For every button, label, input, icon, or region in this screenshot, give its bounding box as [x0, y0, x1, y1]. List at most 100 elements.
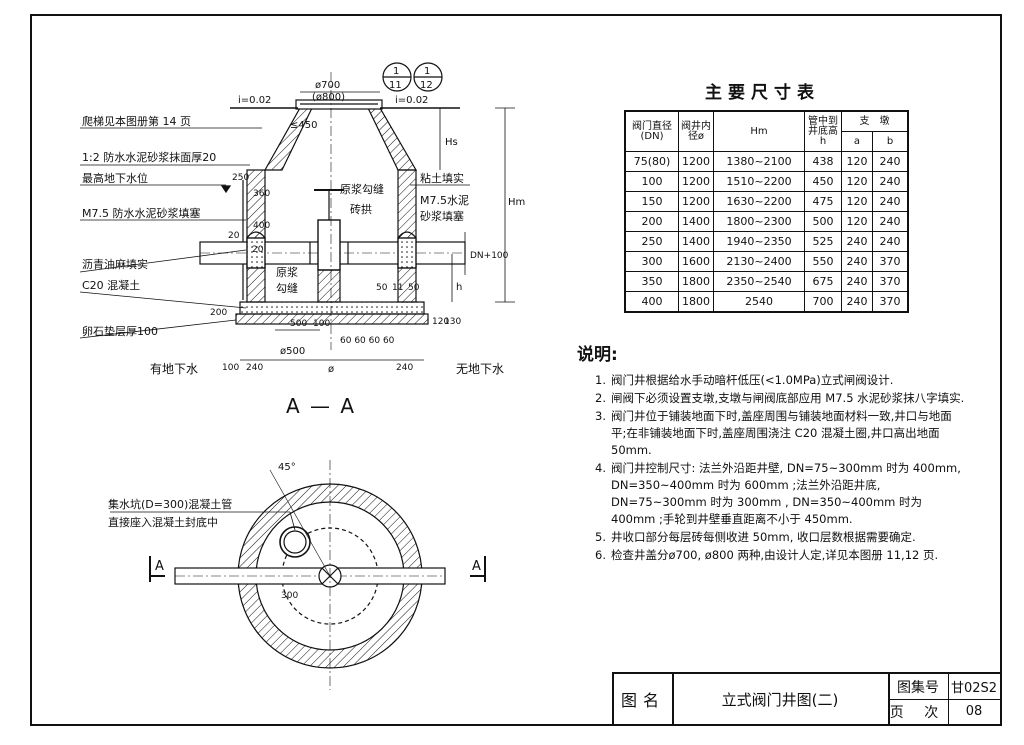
- cut-label-left: A: [155, 559, 164, 574]
- support-pier: [317, 269, 341, 303]
- label-m75-fill: M7.5 防水水泥砂浆填塞: [82, 206, 200, 220]
- dim-d500: ø500: [280, 346, 305, 357]
- notes-list: 1.阀门井根据给水手动暗杆低压(<1.0MPa)立式闸阀设计. 2.闸阀下必须设…: [595, 372, 965, 565]
- label-joint-1: 原浆: [276, 265, 298, 279]
- dim-hs: Hs: [445, 137, 458, 148]
- dim-120: 120: [432, 317, 449, 327]
- plan-view: [110, 460, 486, 690]
- cone-right-wall: [367, 107, 418, 171]
- cone-left-wall: [263, 107, 313, 171]
- label-arch-2: 砖拱: [350, 202, 372, 216]
- note-item: 1.阀门井根据给水手动暗杆低压(<1.0MPa)立式闸阀设计.: [595, 373, 894, 387]
- note-item: 2.闸阀下必须设置支墩,支墩与闸阀底部应用 M7.5 水泥砂浆抹八字填实.: [595, 391, 965, 405]
- dim-dn100: DN+100: [470, 251, 509, 261]
- dim-50a: 50: [376, 283, 388, 293]
- label-with-gw: 有地下水: [150, 362, 198, 376]
- label-no-gw: 无地下水: [456, 362, 504, 376]
- note-item: 3.阀门井位于铺装地面下时,盖座周围与铺装地面材料一致,井口与地面平;在非铺装地…: [595, 409, 952, 457]
- label-dim-300: 300: [281, 591, 298, 601]
- label-slope-right: i=0.02: [395, 95, 428, 106]
- atlas-number-label: 图集号: [888, 674, 949, 700]
- label-joint-2: 勾缝: [276, 281, 298, 295]
- base-slab: [239, 301, 425, 315]
- dim-20a: 20: [228, 231, 240, 241]
- note-item: 6.检查井盖分ø700, ø800 两种,由设计人定,详见本图册 11,12 页…: [595, 548, 939, 562]
- page-number: 08: [965, 704, 983, 719]
- valve-body: [317, 219, 341, 271]
- dim-100: 100: [313, 319, 330, 329]
- dim-phi: ø: [328, 364, 334, 375]
- section-labels: 爬梯见本图册第 14 页 1:2 防水水泥砂浆抹面厚20 最高地下水位 M7.5…: [82, 66, 525, 418]
- title-block-name-label: 图名: [614, 674, 674, 724]
- dim-50b: 50: [408, 283, 420, 293]
- header-h: 管中到井底高h: [804, 110, 842, 152]
- dimension-table-title: 主要尺寸表: [705, 83, 820, 103]
- label-sump-2: 直接座入混凝土封底中: [108, 515, 218, 529]
- section-title: A — A: [286, 394, 356, 418]
- drawing-frame: [30, 14, 1002, 726]
- dim-200: 200: [210, 308, 227, 318]
- label-clay: 粘土填实: [420, 171, 464, 185]
- ref-2-bottom: 12: [420, 80, 433, 91]
- note-item: 5.井收口部分每层砖每侧收进 50mm, 收口层数根据需要确定.: [595, 530, 916, 544]
- dim-11: 11: [392, 283, 403, 293]
- gravel-bed: [235, 313, 429, 325]
- label-c20: C20 混凝土: [82, 278, 140, 292]
- dim-450: ≤450: [290, 120, 317, 131]
- cut-label-right: A: [472, 559, 481, 574]
- dim-20b: 20: [252, 245, 264, 255]
- brick-arch-right: [397, 231, 417, 239]
- dim-60: 60 60 60 60: [340, 336, 395, 346]
- ref-2-top: 1: [424, 66, 430, 77]
- label-m75-right-1: M7.5水泥: [420, 194, 469, 207]
- brick-arch-left: [246, 231, 266, 239]
- label-asphalt: 沥青油麻填实: [82, 257, 148, 271]
- header-hm: Hm: [713, 110, 805, 152]
- header-a: a: [841, 131, 873, 152]
- header-b: b: [872, 131, 909, 152]
- plan-labels: 集水坑(D=300)混凝土管 直接座入混凝土封底中 45° 300 A A: [108, 462, 481, 601]
- dim-h: h: [456, 282, 462, 293]
- label-m75-right-2: 砂浆填塞: [420, 209, 464, 223]
- header-inner: 阀井内径ø: [678, 110, 714, 152]
- section-view: [79, 62, 515, 361]
- dim-250: 250: [232, 173, 249, 183]
- label-slope-left: i=0.02: [238, 95, 271, 106]
- dim-hm: Hm: [508, 197, 525, 208]
- page-number-label: 页 次: [888, 699, 949, 724]
- dim-130: 130: [444, 317, 461, 327]
- label-gwl: 最高地下水位: [82, 171, 148, 185]
- title-block: 图名 立式阀门井图(二) 图集号 甘02S2 页 次 08: [612, 672, 1000, 724]
- label-plaster: 1:2 防水水泥砂浆抹面厚20: [82, 150, 216, 164]
- notes-title: 说明:: [577, 345, 618, 365]
- dim-400: 400: [253, 221, 270, 231]
- ref-1-top: 1: [393, 66, 399, 77]
- label-angle: 45°: [278, 462, 296, 473]
- label-d800: (ø800): [312, 92, 345, 103]
- dim-360: 360: [253, 189, 270, 199]
- drawing-title: 立式阀门井图(二): [672, 674, 890, 724]
- label-ladder: 爬梯见本图册第 14 页: [82, 114, 191, 128]
- dim-240a: 240: [246, 363, 263, 373]
- header-pier: 支 墩: [841, 110, 909, 132]
- label-sump-1: 集水坑(D=300)混凝土管: [108, 497, 232, 511]
- header-dn: 阀门直径(DN): [624, 110, 679, 152]
- dimension-table: 阀门直径(DN) 阀井内径ø Hm 管中到井底高h 支 墩 a b 75(80)…: [624, 110, 909, 313]
- label-arch-1: 原浆勾缝: [340, 182, 384, 196]
- ref-1-bottom: 11: [389, 80, 402, 91]
- dim-500a: 500: [290, 319, 307, 329]
- label-gravel: 卵石垫层厚100: [82, 324, 158, 338]
- atlas-number: 甘02S2: [948, 674, 1000, 700]
- dim-b100: 100: [222, 363, 239, 373]
- label-d700: ø700: [315, 80, 340, 91]
